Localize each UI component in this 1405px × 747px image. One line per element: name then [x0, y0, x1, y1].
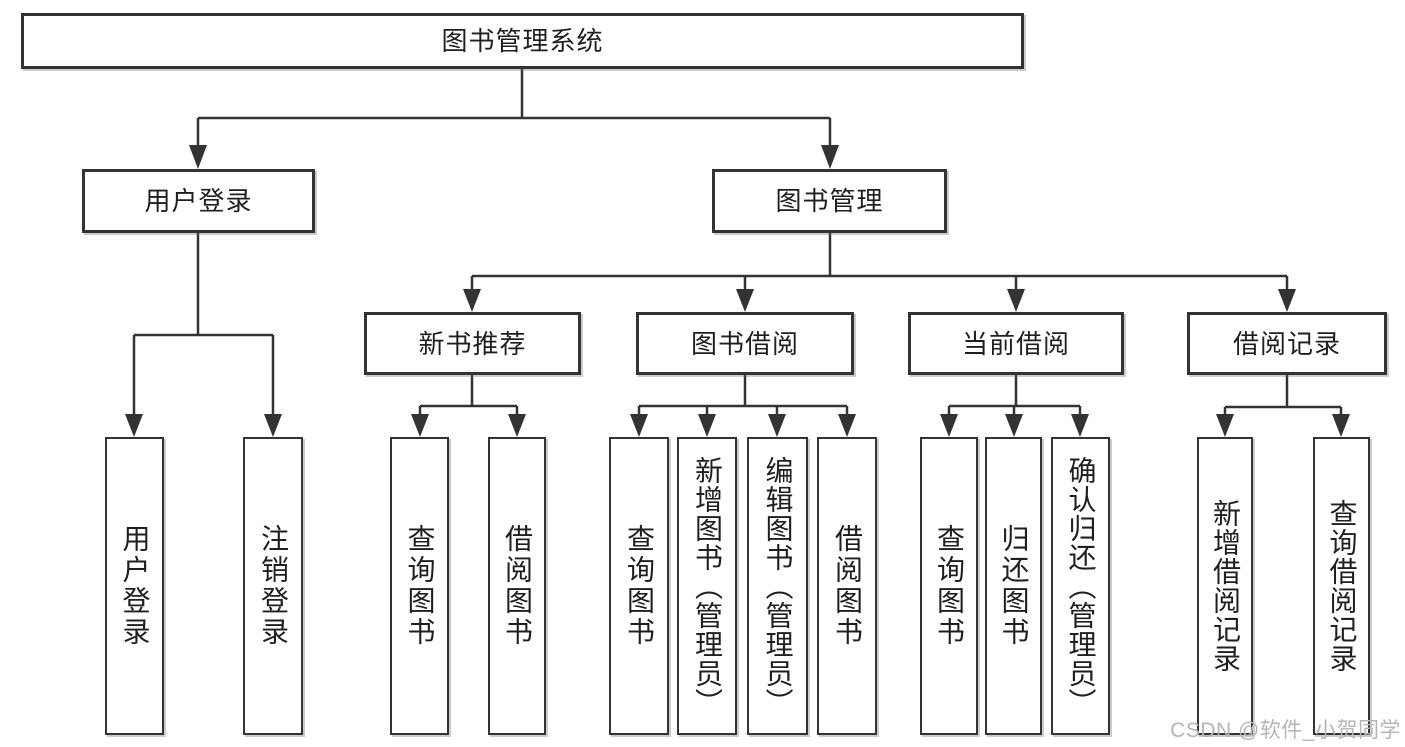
leaf-nb-query-books-label: 查询图书: [404, 524, 436, 648]
leaf-bw-add-books-admin: 新增图书（管理员）: [677, 437, 737, 735]
leaf-user-login-label: 用户登录: [119, 524, 151, 648]
leaf-bw-borrow-books: 借阅图书: [817, 437, 877, 735]
leaf-user-login: 用户登录: [105, 437, 164, 735]
leaf-rc-add-borrow-record-label: 新增借阅记录: [1210, 499, 1241, 673]
leaf-bw-query-books: 查询图书: [609, 437, 669, 735]
connector-root: [196, 69, 832, 146]
leaf-cu-return-books: 归还图书: [985, 437, 1042, 735]
leaf-bw-edit-books-admin-label: 编辑图书（管理员）: [762, 455, 794, 717]
node-borrow-records: 借阅记录: [1187, 312, 1387, 375]
leaf-bw-query-books-label: 查询图书: [624, 524, 655, 648]
connector-borrow-records: [1223, 375, 1343, 414]
node-book-management: 图书管理: [712, 169, 947, 233]
connector-book-borrow: [637, 375, 849, 414]
node-user-login-label: 用户登录: [144, 186, 253, 216]
node-book-management-label: 图书管理: [775, 186, 884, 216]
leaf-nb-borrow-books-label: 借阅图书: [502, 524, 533, 648]
leaf-cu-confirm-return-admin-label: 确认归还（管理员）: [1065, 455, 1097, 717]
node-current-borrow: 当前借阅: [908, 312, 1124, 375]
connector-user-login: [132, 233, 275, 414]
node-borrow-records-label: 借阅记录: [1232, 328, 1341, 359]
leaf-rc-add-borrow-record: 新增借阅记录: [1197, 437, 1253, 735]
connector-book-management: [470, 233, 1289, 289]
node-new-book-recommend: 新书推荐: [364, 312, 581, 375]
leaf-bw-add-books-admin-label: 新增图书（管理员）: [692, 455, 723, 717]
arrowheads: [125, 145, 1350, 437]
node-root: 图书管理系统: [21, 13, 1024, 69]
connector-current-borrow: [947, 375, 1082, 414]
node-new-book-recommend-label: 新书推荐: [418, 328, 527, 359]
node-root-label: 图书管理系统: [441, 26, 604, 56]
leaf-cu-query-books: 查询图书: [920, 437, 978, 735]
connector-new-book-recommend: [418, 375, 519, 414]
leaf-logout: 注销登录: [243, 437, 303, 735]
leaf-nb-borrow-books: 借阅图书: [488, 437, 546, 735]
leaf-bw-edit-books-admin: 编辑图书（管理员）: [747, 437, 808, 735]
leaf-rc-query-borrow-record: 查询借阅记录: [1313, 437, 1370, 735]
leaf-cu-return-books-label: 归还图书: [998, 524, 1030, 648]
leaf-cu-query-books-label: 查询图书: [934, 524, 965, 648]
leaf-nb-query-books: 查询图书: [390, 437, 449, 735]
csdn-watermark: CSDN @软件_小贺同学: [1170, 719, 1401, 742]
leaf-rc-query-borrow-record-label: 查询借阅记录: [1326, 499, 1358, 673]
leaf-bw-borrow-books-label: 借阅图书: [832, 524, 863, 648]
node-book-borrow: 图书借阅: [636, 312, 854, 375]
node-user-login: 用户登录: [82, 169, 315, 233]
node-book-borrow-label: 图书借阅: [690, 328, 799, 359]
leaf-logout-label: 注销登录: [258, 524, 289, 648]
leaf-cu-confirm-return-admin: 确认归还（管理员）: [1051, 437, 1110, 735]
node-current-borrow-label: 当前借阅: [961, 328, 1070, 359]
